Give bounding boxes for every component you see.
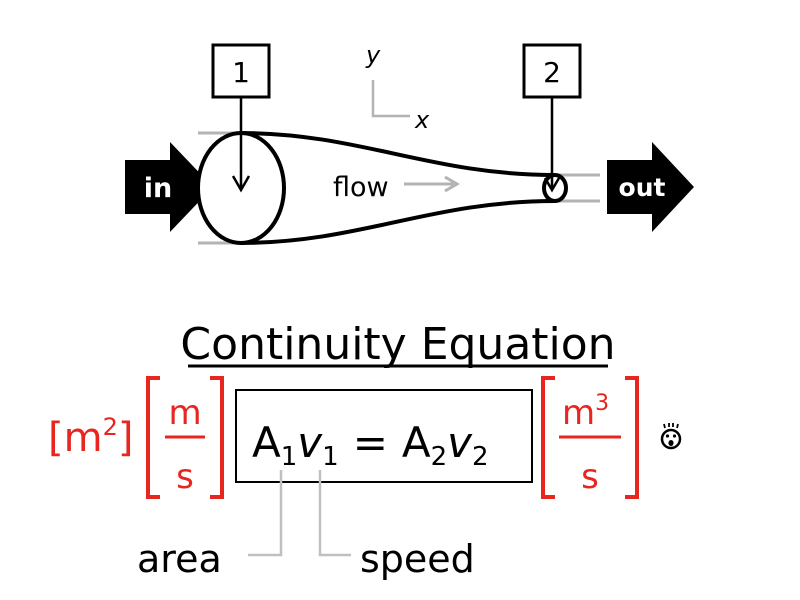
velocity-unit-left-bracket [146, 376, 160, 499]
lhs-velocity-subscript: 1 [322, 442, 339, 472]
rhs-area-subscript: 2 [431, 442, 448, 472]
flow-unit-numerator-base: m [562, 393, 595, 433]
flow-unit-left-bracket [541, 376, 555, 499]
inlet-arrow [125, 142, 213, 232]
flow-unit-denominator: s [581, 457, 599, 497]
equals-sign: = [353, 418, 388, 467]
lhs-area-subscript: 1 [281, 442, 298, 472]
face-with-open-mouth-icon [660, 423, 682, 450]
equation-expression: A1v1=A2v2 [252, 418, 489, 472]
rhs-velocity-subscript: 2 [472, 442, 489, 472]
flow-unit-numerator-exponent: 3 [595, 391, 609, 416]
section-1-label: 1 [232, 56, 250, 89]
continuity-equation: Continuity Equation [m2] m s A1v1=A2v2 m… [48, 319, 682, 581]
flow-arrow-head [444, 175, 460, 193]
tube-top-wall [239, 131, 556, 177]
velocity-unit-denominator: s [176, 457, 194, 497]
speed-label: speed [360, 537, 475, 581]
velocity-unit-right-bracket [210, 376, 224, 499]
speed-leader-line [318, 470, 351, 557]
section-2-ellipse [542, 173, 568, 203]
equation-box [235, 389, 533, 483]
inlet-label: in [144, 173, 172, 204]
section-2-label: 2 [543, 56, 561, 89]
section-1-pointer-head [231, 175, 251, 193]
area-leader-line [248, 470, 283, 557]
tube-bottom-wall [239, 199, 556, 245]
axis-y-label: y [365, 41, 381, 69]
flow-label: flow [333, 172, 389, 203]
area-label: area [137, 537, 222, 581]
pipe-diagram: in out flow 1 2 y x [125, 41, 694, 245]
equation-title: Continuity Equation [180, 319, 615, 370]
velocity-unit-numerator: m [168, 393, 201, 433]
flow-unit-right-bracket [625, 376, 639, 499]
section-2-pointer-head [543, 177, 561, 193]
outlet-arrow [607, 142, 694, 232]
area-unit-exponent: 2 [103, 413, 118, 441]
lhs-area-symbol: A [252, 418, 281, 467]
area-unit-base: m [64, 415, 103, 461]
area-unit: [m2] [48, 413, 133, 461]
rhs-area-symbol: A [402, 418, 431, 467]
rhs-velocity-symbol: v [447, 418, 473, 467]
outlet-label: out [619, 173, 666, 202]
flow-unit-numerator: m3 [562, 391, 609, 433]
axis-x-label: x [414, 106, 430, 134]
axis-lines [371, 80, 410, 118]
lhs-velocity-symbol: v [297, 418, 323, 467]
